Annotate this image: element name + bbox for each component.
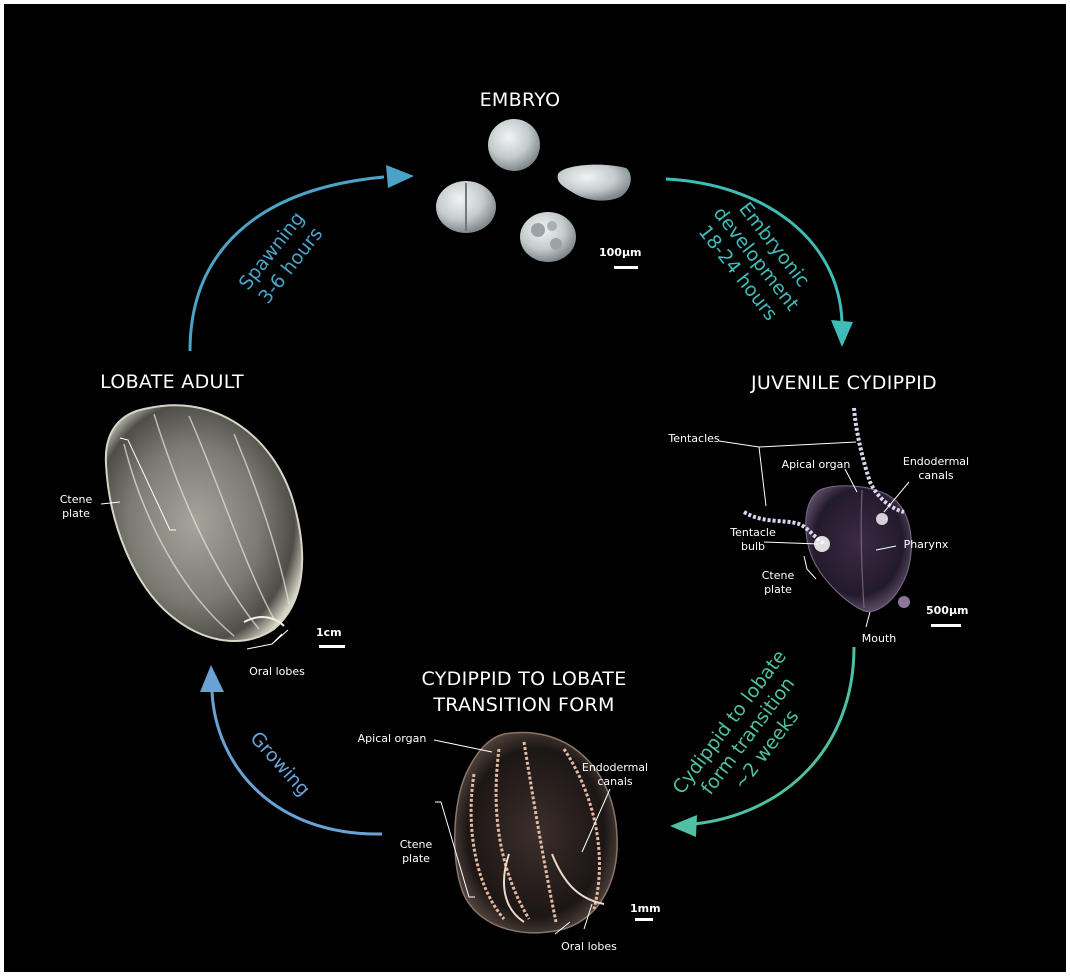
scale-bar-transition	[635, 918, 653, 921]
label-tentacles: Tentacles	[659, 432, 729, 446]
embryo-photos	[436, 119, 631, 262]
scale-label-juvenile: 500µm	[926, 604, 969, 617]
label-oral-lobes-adult: Oral lobes	[237, 665, 317, 679]
embryo-single-cell	[488, 119, 540, 171]
label-apical-organ-transition: Apical organ	[347, 732, 437, 746]
scale-bar-adult	[319, 645, 345, 648]
label-tentacle-bulb-1: Tentacle	[725, 526, 781, 540]
stage-title-embryo: EMBRYO	[460, 88, 580, 112]
stage-title-juvenile: JUVENILE CYDIPPID	[734, 371, 954, 395]
stage-title-transition-line2: TRANSITION FORM	[384, 693, 664, 717]
arrow-growing	[200, 665, 382, 834]
scale-label-embryo: 100µm	[599, 246, 642, 259]
embryo-elongated	[558, 165, 631, 201]
label-endodermal-juvenile-1: Endodermal	[891, 455, 981, 469]
scale-label-transition: 1mm	[630, 902, 661, 915]
embryo-cleavage	[520, 212, 576, 262]
scale-bar-embryo	[614, 266, 638, 269]
label-pharynx: Pharynx	[896, 538, 956, 552]
embryonic-label: Embryonic development 18-24 hours	[691, 189, 822, 330]
label-endodermal-transition-2: canals	[570, 775, 660, 789]
label-ctene-juvenile-1: Ctene	[750, 569, 806, 583]
label-tentacle-bulb-2: bulb	[725, 540, 781, 554]
diagram-graphics: Spawning 3-6 hours Embryonic development…	[4, 4, 1066, 972]
embryo-two-cell	[436, 181, 496, 233]
lobate-adult-photo	[106, 405, 302, 641]
transition-label: Cydippid to lobate form transition ~2 we…	[668, 646, 827, 826]
label-oral-lobes-transition: Oral lobes	[549, 940, 629, 954]
stage-title-transition-line1: CYDIPPID TO LOBATE	[384, 667, 664, 691]
label-endodermal-juvenile-2: canals	[891, 469, 981, 483]
label-apical-organ-juvenile: Apical organ	[776, 458, 856, 472]
label-ctene-transition-1: Ctene	[388, 838, 444, 852]
scale-label-adult: 1cm	[316, 626, 342, 639]
stage-title-adult: LOBATE ADULT	[82, 370, 262, 394]
label-mouth: Mouth	[853, 632, 905, 646]
label-ctene-adult-2: plate	[51, 507, 101, 521]
life-cycle-diagram: Spawning 3-6 hours Embryonic development…	[4, 4, 1066, 972]
scale-bar-juvenile	[931, 624, 961, 627]
label-ctene-transition-2: plate	[388, 852, 444, 866]
label-ctene-juvenile-2: plate	[750, 583, 806, 597]
label-endodermal-transition-1: Endodermal	[570, 761, 660, 775]
label-ctene-adult-1: Ctene	[51, 493, 101, 507]
